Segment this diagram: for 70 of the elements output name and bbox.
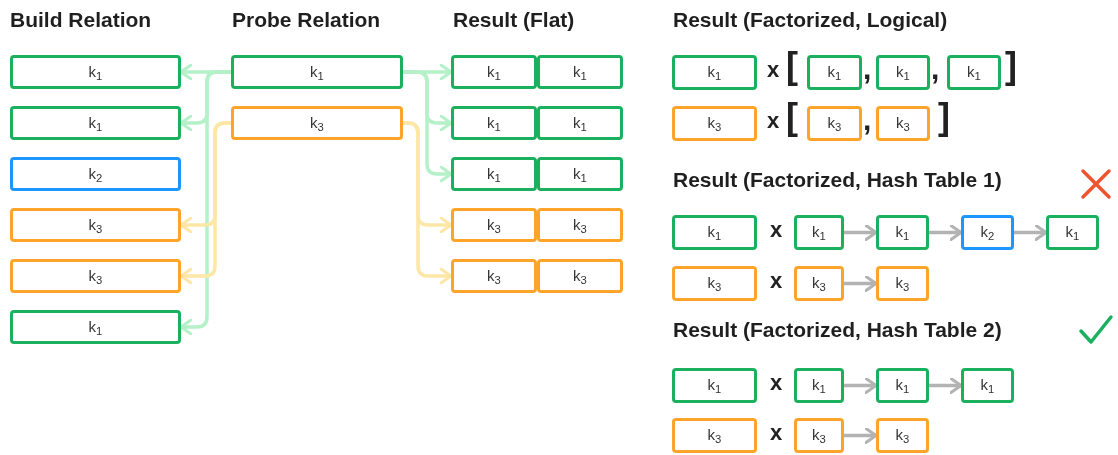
arrow xyxy=(927,224,963,241)
bracket: ] xyxy=(1005,46,1017,86)
bracket: [ xyxy=(786,46,798,86)
times-sign: x xyxy=(770,267,783,295)
key-box: k$_{3}$ xyxy=(876,418,929,453)
key-box: k$_{1}$ xyxy=(537,55,623,89)
key-box: k$_{1}$ xyxy=(451,106,537,140)
key-box: k$_{3}$ xyxy=(794,418,844,453)
key-box: k$_{1}$ xyxy=(947,55,1001,90)
key-box: k$_{1}$ xyxy=(794,368,844,403)
key-box: k$_{1}$ xyxy=(451,157,537,191)
key-box: k$_{2}$ xyxy=(10,157,181,191)
arrow xyxy=(842,224,878,241)
arrow xyxy=(842,275,878,292)
arrow xyxy=(401,121,453,285)
arrow xyxy=(179,70,233,336)
times-sign: x xyxy=(767,56,780,84)
key-box: k$_{1}$ xyxy=(876,55,930,90)
key-box: k$_{1}$ xyxy=(672,368,757,403)
arrow xyxy=(179,121,233,285)
key-box: k$_{3}$ xyxy=(794,266,844,301)
comma: , xyxy=(863,54,872,84)
section-heading: Result (Factorized, Hash Table 1) xyxy=(673,167,1002,193)
key-box: k$_{1}$ xyxy=(10,310,181,344)
key-box: k$_{1}$ xyxy=(10,55,181,89)
section-heading: Result (Flat) xyxy=(453,7,575,33)
key-box: k$_{3}$ xyxy=(537,208,623,242)
key-box: k$_{3}$ xyxy=(10,208,181,242)
key-box: k$_{1}$ xyxy=(961,368,1014,403)
arrow xyxy=(842,377,878,394)
times-sign: x xyxy=(767,107,780,135)
section-heading: Probe Relation xyxy=(232,7,381,33)
key-box: k$_{1}$ xyxy=(807,55,862,90)
times-sign: x xyxy=(770,369,783,397)
key-box: k$_{3}$ xyxy=(451,259,537,293)
key-box: k$_{3}$ xyxy=(537,259,623,293)
key-box: k$_{1}$ xyxy=(451,55,537,89)
key-box: k$_{1}$ xyxy=(537,106,623,140)
key-box: k$_{3}$ xyxy=(231,106,403,140)
key-box: k$_{1}$ xyxy=(672,215,757,250)
key-box: k$_{3}$ xyxy=(876,266,929,301)
key-box: k$_{3}$ xyxy=(672,266,757,301)
comma: , xyxy=(863,105,872,135)
section-heading: Build Relation xyxy=(10,7,152,33)
key-box: k$_{1}$ xyxy=(1046,215,1099,250)
key-box: k$_{1}$ xyxy=(876,215,929,250)
key-box: k$_{3}$ xyxy=(451,208,537,242)
key-box: k$_{1}$ xyxy=(10,106,181,140)
key-box: k$_{1}$ xyxy=(537,157,623,191)
section-heading: Result (Factorized, Hash Table 2) xyxy=(673,317,1002,343)
section-heading: Result (Factorized, Logical) xyxy=(673,7,948,33)
key-box: k$_{3}$ xyxy=(672,418,757,453)
times-sign: x xyxy=(770,216,783,244)
bracket: ] xyxy=(938,97,950,137)
arrow xyxy=(1012,224,1048,241)
comma: , xyxy=(931,54,940,84)
arrow xyxy=(927,377,963,394)
key-box: k$_{1}$ xyxy=(231,55,403,89)
key-box: k$_{1}$ xyxy=(876,368,929,403)
bracket: [ xyxy=(786,97,798,137)
times-sign: x xyxy=(770,419,783,447)
key-box: k$_{3}$ xyxy=(672,106,757,141)
key-box: k$_{1}$ xyxy=(672,55,757,90)
arrow xyxy=(401,70,453,183)
key-box: k$_{3}$ xyxy=(10,259,181,293)
key-box: k$_{3}$ xyxy=(807,106,862,141)
key-box: k$_{2}$ xyxy=(961,215,1014,250)
arrow xyxy=(842,427,878,444)
key-box: k$_{1}$ xyxy=(794,215,844,250)
key-box: k$_{3}$ xyxy=(876,106,930,141)
